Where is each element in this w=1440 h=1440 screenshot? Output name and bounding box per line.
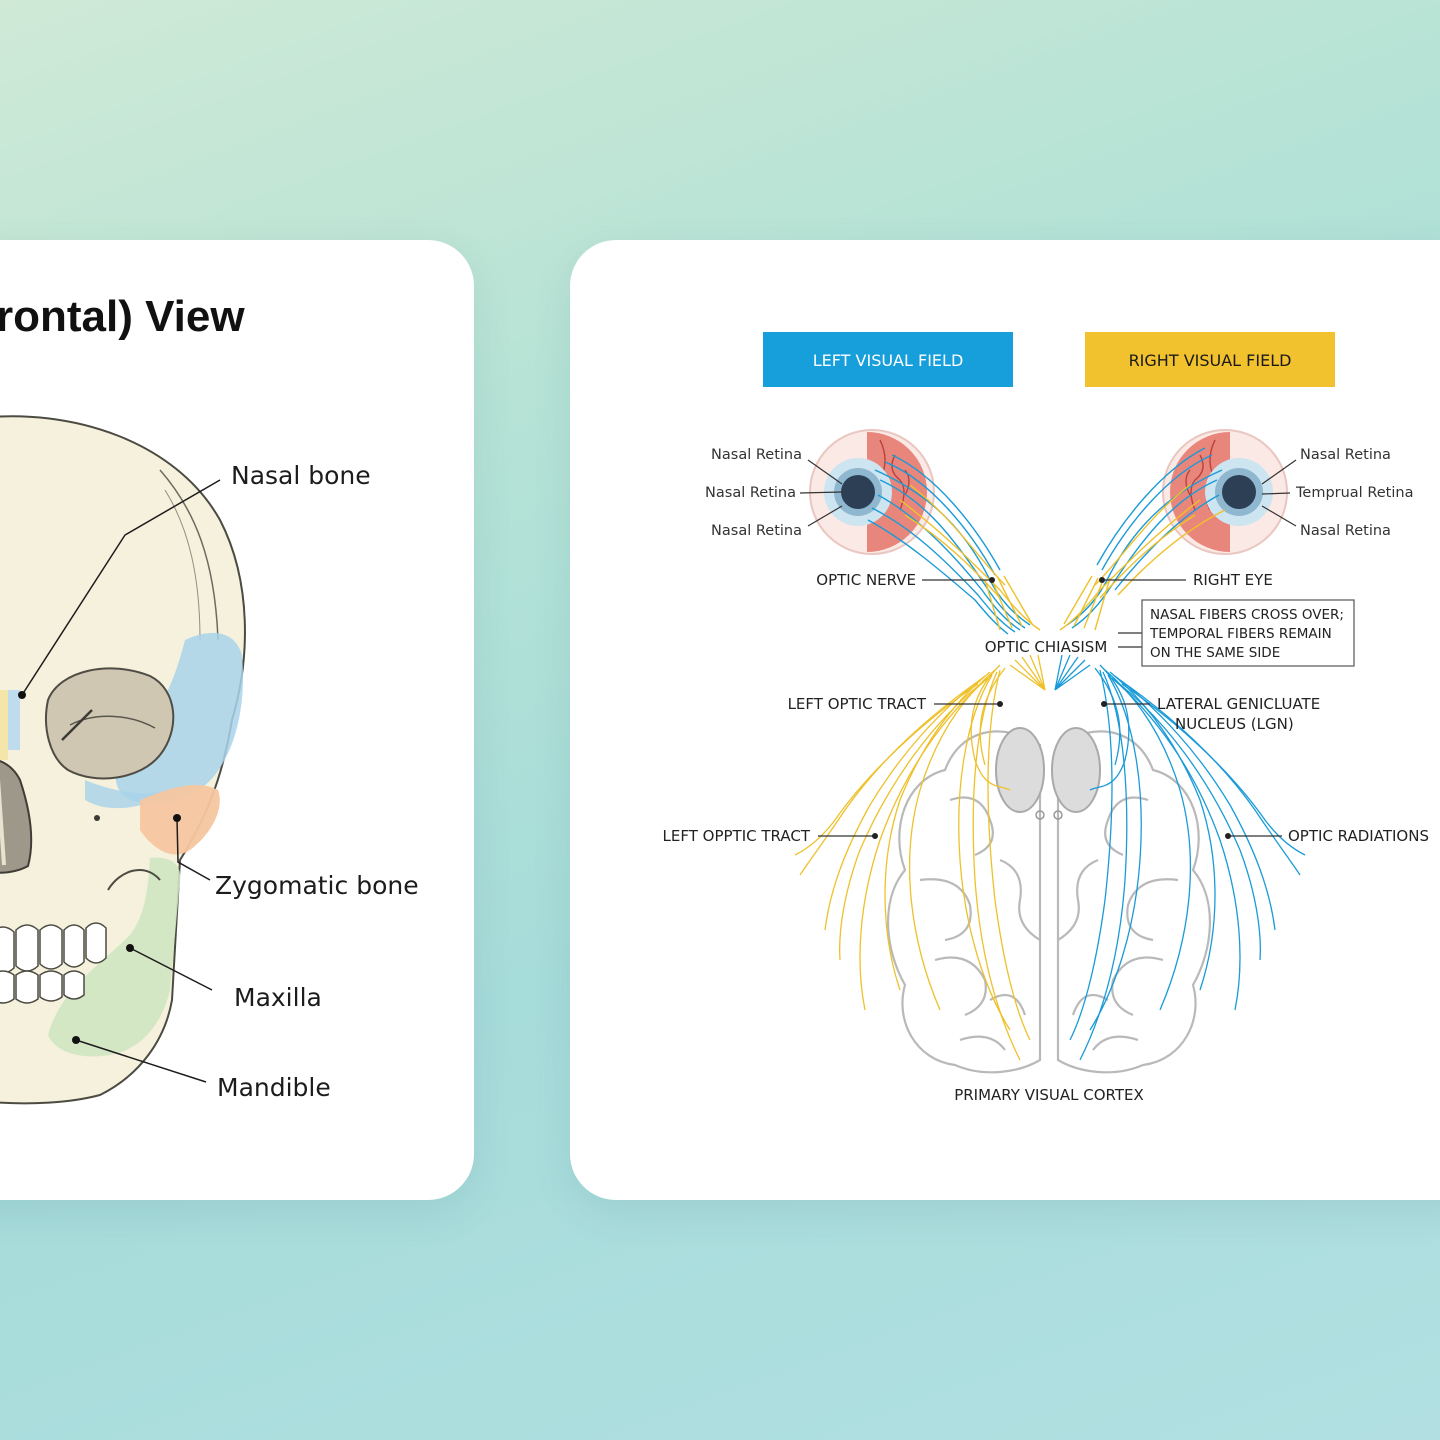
- lgn-label-line-2: NUCLEUS (LGN): [1175, 715, 1294, 733]
- skull-illustration: rontal) View: [0, 292, 419, 1105]
- optic-chiasm-label: OPTIC CHIASISM: [985, 638, 1108, 656]
- skull-shape: [0, 415, 246, 1105]
- right-eye-illustration: [1162, 429, 1288, 555]
- skull-diagram-card: rontal) View: [0, 240, 474, 1200]
- left-visual-field-box: [763, 332, 1013, 387]
- right-eye-label-3: Nasal Retina: [1300, 523, 1391, 539]
- chiasm-note-line-1: NASAL FIBERS CROSS OVER;: [1150, 607, 1344, 623]
- left-eye-label-3: Nasal Retina: [711, 523, 802, 539]
- pathway-leader-lines: [799, 459, 1297, 837]
- right-visual-field-box: [1085, 332, 1335, 387]
- primary-visual-cortex-label: PRIMARY VISUAL CORTEX: [954, 1086, 1144, 1104]
- optic-nerve-label: OPTIC NERVE: [816, 571, 916, 589]
- left-visual-field-label: LEFT VISUAL FIELD: [813, 351, 964, 370]
- skull-card-title: rontal) View: [0, 292, 245, 341]
- left-eye-label-1: Nasal Retina: [711, 447, 802, 463]
- left-eye-label-2: Nasal Retina: [705, 485, 796, 501]
- thalamus-shapes: [995, 727, 1101, 820]
- right-eye-label: RIGHT EYE: [1193, 571, 1273, 589]
- left-optic-tract-fibers: [794, 654, 1046, 1061]
- right-optic-nerve-fibers: [1059, 447, 1226, 631]
- visual-pathway-card: LEFT VISUAL FIELD RIGHT VISUAL FIELD: [570, 240, 1440, 1200]
- maxilla-label: Maxilla: [234, 983, 322, 1012]
- mandible-label: Mandible: [217, 1073, 331, 1102]
- right-visual-field-label: RIGHT VISUAL FIELD: [1129, 351, 1292, 370]
- skull-leader-lines: [21, 479, 221, 1083]
- chiasm-note-box: [1141, 599, 1355, 667]
- left-eye-illustration: [809, 429, 935, 555]
- left-optic-nerve-fibers: [867, 454, 1041, 635]
- right-eye-label-2: Temprual Retina: [1295, 485, 1413, 501]
- brain-illustration: [887, 730, 1211, 1074]
- left-oppic-tract-label: LEFT OPPTIC TRACT: [663, 827, 811, 845]
- right-optic-tract-fibers: [1054, 654, 1306, 1061]
- visual-pathway-diagram: LEFT VISUAL FIELD RIGHT VISUAL FIELD: [663, 332, 1429, 1104]
- zygomatic-bone-label: Zygomatic bone: [215, 871, 419, 900]
- lgn-label-line-1: LATERAL GENICLUATE: [1157, 695, 1320, 713]
- nasal-bone-label: Nasal bone: [231, 461, 371, 490]
- left-optic-tract-label: LEFT OPTIC TRACT: [788, 695, 927, 713]
- right-eye-label-1: Nasal Retina: [1300, 447, 1391, 463]
- optic-radiations-label: OPTIC RADIATIONS: [1288, 827, 1429, 845]
- pathway-leader-dots: [872, 577, 1231, 839]
- chiasm-note-line-3: ON THE SAME SIDE: [1150, 645, 1280, 661]
- chiasm-note-line-2: TEMPORAL FIBERS REMAIN: [1149, 626, 1332, 642]
